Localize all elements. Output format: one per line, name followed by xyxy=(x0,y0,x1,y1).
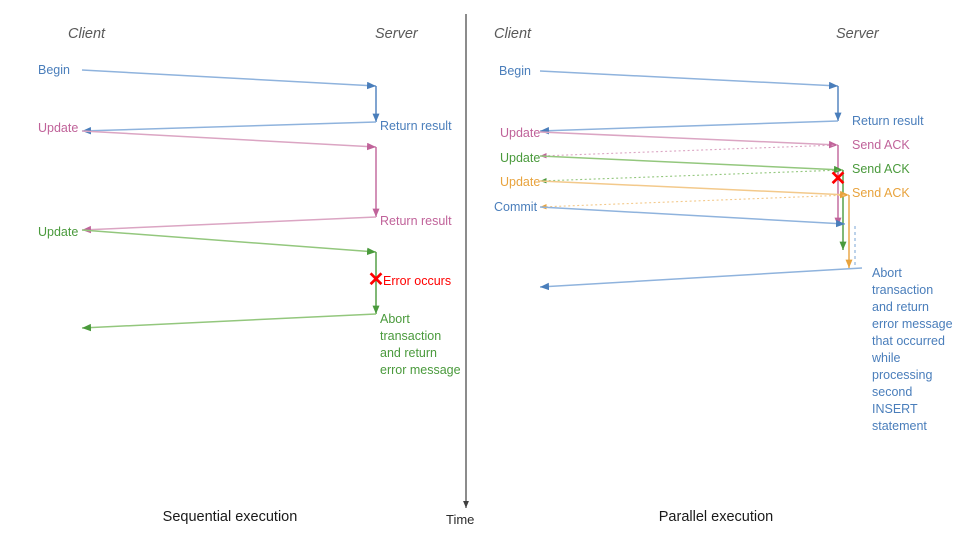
lane-header-client: Client xyxy=(494,26,532,42)
panel-caption-sequential: Sequential execution xyxy=(163,509,298,525)
message-label-update-1: Update xyxy=(38,121,78,135)
message-arrow-send-ack-3 xyxy=(539,194,850,210)
note-line: error message xyxy=(380,363,461,377)
note-line: processing xyxy=(872,368,932,382)
message-label-begin: Begin xyxy=(38,63,70,77)
error-occurs-label: Error occurs xyxy=(383,274,451,288)
note-line: second xyxy=(872,385,912,399)
message-arrow-return-result-1 xyxy=(81,121,377,135)
message-label-return-result: Return result xyxy=(852,114,924,128)
time-axis-label: Time xyxy=(446,512,474,527)
note-line: Abort xyxy=(872,266,902,280)
message-label-return-result-1: Return result xyxy=(380,119,452,133)
message-arrow-abort-return xyxy=(81,313,377,332)
message-arrow-update-1 xyxy=(539,131,839,149)
lane-header-server: Server xyxy=(836,26,880,42)
note-line: error message xyxy=(872,317,953,331)
message-arrow-send-ack-2 xyxy=(539,169,844,184)
message-arrow-update-2 xyxy=(81,229,377,256)
message-arrow-commit xyxy=(539,206,846,228)
message-arrow-begin xyxy=(81,69,377,90)
note-line: transaction xyxy=(380,329,441,343)
message-arrow-return-result-2 xyxy=(81,216,377,234)
note-line: while xyxy=(871,351,901,365)
message-arrow-send-ack-1 xyxy=(539,144,839,159)
note-line: and return xyxy=(872,300,929,314)
note-line: transaction xyxy=(872,283,933,297)
message-arrow-update-1 xyxy=(81,130,377,151)
message-label-update-3: Update xyxy=(500,175,540,189)
error-x-icon: ✕ xyxy=(830,168,847,190)
error-x-icon: ✕ xyxy=(368,269,385,291)
message-label-update-2: Update xyxy=(38,225,78,239)
note-line: that occurred xyxy=(872,334,945,348)
message-arrow-begin xyxy=(539,70,839,90)
message-label-send-ack-3: Send ACK xyxy=(852,186,910,200)
note-line: statement xyxy=(872,419,927,433)
message-arrow-update-3 xyxy=(539,180,850,199)
message-label-update-2: Update xyxy=(500,151,540,165)
lane-header-client: Client xyxy=(68,26,106,42)
message-label-commit: Commit xyxy=(494,200,538,214)
message-label-send-ack-1: Send ACK xyxy=(852,138,910,152)
lane-header-server: Server xyxy=(375,26,419,42)
message-label-send-ack-2: Send ACK xyxy=(852,162,910,176)
note-line: Abort xyxy=(380,312,410,326)
message-label-begin: Begin xyxy=(499,64,531,78)
message-label-update-1: Update xyxy=(500,126,540,140)
message-arrow-abort-return xyxy=(539,267,863,291)
message-label-return-result-2: Return result xyxy=(380,214,452,228)
note-line: INSERT xyxy=(872,402,918,416)
panel-caption-parallel: Parallel execution xyxy=(659,509,773,525)
message-arrow-update-2 xyxy=(539,155,844,174)
note-line: and return xyxy=(380,346,437,360)
message-arrow-return-result xyxy=(539,120,839,135)
time-axis: Time xyxy=(446,14,474,527)
